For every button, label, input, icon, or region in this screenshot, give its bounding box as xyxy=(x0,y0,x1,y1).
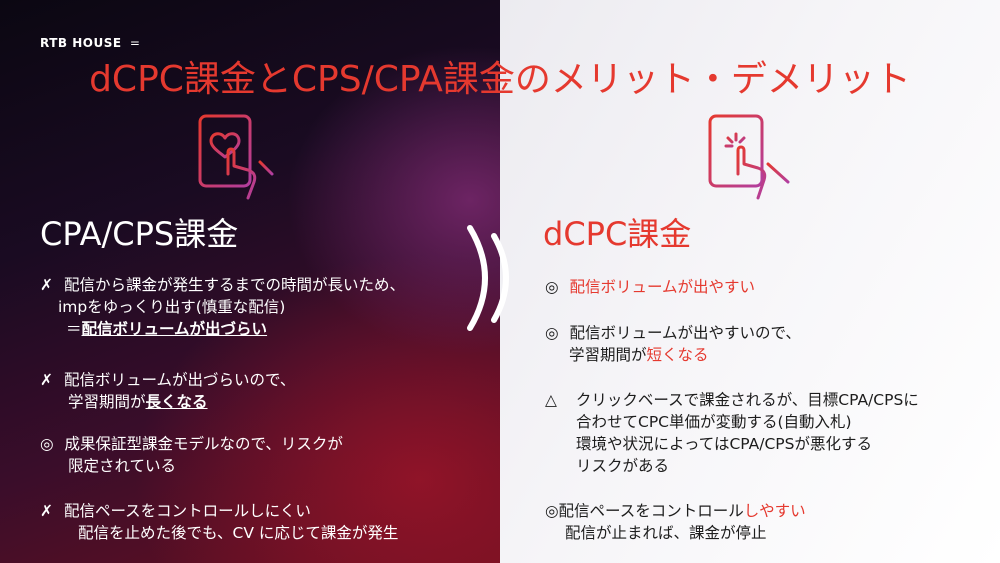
brand-logo: RTB HOUSE = xyxy=(40,36,140,50)
item-text: ＝ xyxy=(66,320,82,338)
cross-icon: ✗ xyxy=(40,276,53,294)
item-text: 配信ペースをコントロールしにくい xyxy=(63,502,311,520)
list-item: ◎ 配信ボリュームが出やすい xyxy=(545,276,755,298)
item-highlight: 配信ボリュームが出やすい xyxy=(569,278,756,296)
item-text: 成果保証型課金モデルなので、リスクが xyxy=(64,435,343,453)
item-highlight: 短くなる xyxy=(646,346,709,364)
item-text: 配信を止めた後でも、CV に応じて課金が発生 xyxy=(78,524,399,542)
double-circle-icon: ◎ xyxy=(545,324,559,342)
item-text: 限定されている xyxy=(68,457,177,475)
item-text: impをゆっくり出す(慎重な配信) xyxy=(58,298,286,316)
list-item: ◎ 成果保証型課金モデルなので、リスクが 限定されている xyxy=(40,433,343,477)
list-item: ✗ 配信ペースをコントロールしにくい 配信を止めた後でも、CV に応じて課金が発… xyxy=(40,500,398,544)
left-panel xyxy=(0,0,500,563)
phone-tap-click-icon xyxy=(706,112,796,202)
item-text: 合わせてCPC単価が変動する(自動入札) xyxy=(576,413,852,431)
item-text: 配信から課金が発生するまでの時間が長いため、 xyxy=(63,276,405,294)
list-item: ◎配信ペースをコントロールしやすい 配信が止まれば、課金が停止 xyxy=(545,500,806,544)
item-text: 配信ペースをコントロール xyxy=(558,502,744,520)
phone-heart-tap-icon xyxy=(190,112,280,202)
item-text: 配信ボリュームが出づらいので、 xyxy=(63,371,296,389)
menu-icon: = xyxy=(129,36,141,50)
left-heading: CPA/CPS課金 xyxy=(40,215,239,253)
item-text: 配信が止まれば、課金が停止 xyxy=(565,524,767,542)
list-item: △ クリックベースで課金されるが、目標CPA/CPSに 合わせてCPC単価が変動… xyxy=(545,389,919,477)
item-emphasis: 長くなる xyxy=(145,393,208,411)
item-highlight: しやすい xyxy=(743,502,806,520)
triangle-icon: △ xyxy=(545,391,557,409)
center-arc-divider xyxy=(460,218,530,338)
item-text: リスクがある xyxy=(576,457,670,475)
cross-icon: ✗ xyxy=(40,371,53,389)
double-circle-icon: ◎ xyxy=(40,435,54,453)
list-item: ◎ 配信ボリュームが出やすいので、 学習期間が短くなる xyxy=(545,322,801,366)
cross-icon: ✗ xyxy=(40,502,53,520)
item-text: 学習期間が xyxy=(68,393,146,411)
item-text: 配信ボリュームが出やすいので、 xyxy=(569,324,801,342)
right-panel xyxy=(500,0,1000,563)
item-text: クリックベースで課金されるが、目標CPA/CPSに xyxy=(575,391,919,409)
item-text: 学習期間が xyxy=(569,346,647,364)
item-emphasis: 配信ボリュームが出づらい xyxy=(81,320,268,338)
slide-title: dCPC課金とCPS/CPA課金のメリット・デメリット xyxy=(89,59,911,100)
double-circle-icon: ◎ xyxy=(545,502,559,520)
right-heading: dCPC課金 xyxy=(543,215,692,253)
brand-logo-text: RTB HOUSE xyxy=(40,36,122,50)
list-item: ✗ 配信から課金が発生するまでの時間が長いため、 impをゆっくり出す(慎重な配… xyxy=(40,274,405,340)
double-circle-icon: ◎ xyxy=(545,278,559,296)
list-item: ✗ 配信ボリュームが出づらいので、 学習期間が長くなる xyxy=(40,369,295,413)
item-text: 環境や状況によってはCPA/CPSが悪化する xyxy=(576,435,872,453)
